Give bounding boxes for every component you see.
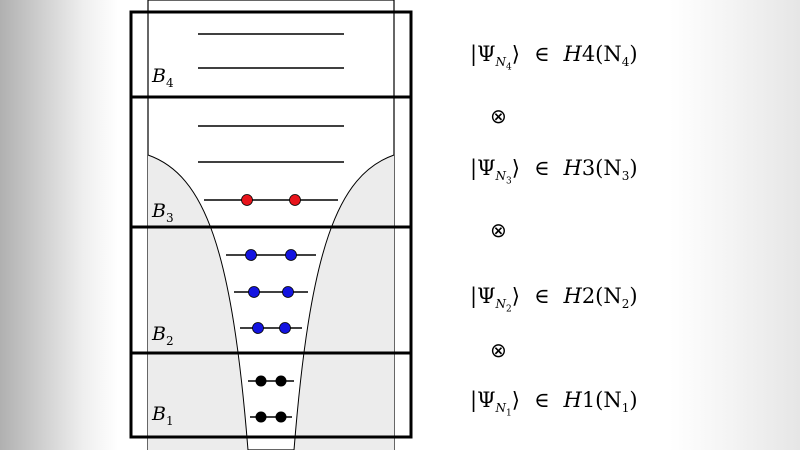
ket-psi-3: |ΨN3⟩ [470,156,520,187]
particle-blue [279,322,291,334]
band-label-1: B1 [151,403,174,428]
band-label-2: B2 [151,323,174,348]
ket-psi-1: |ΨN1⟩ [470,388,520,419]
particle-blue [245,249,257,261]
hilbert-space-1: H1(N1) [563,388,638,416]
particle-black [275,411,287,423]
tensor-product-symbol: ⊗ [490,104,507,128]
band-label-3: B3 [151,200,174,225]
particle-black [255,375,267,387]
state-equation-1: |ΨN1⟩ ∈ H1(N1) [470,388,638,419]
element-of-symbol: ∈ [533,42,550,66]
potential-right-curve [293,154,395,450]
state-equation-3: |ΨN3⟩ ∈ H3(N3) [470,156,638,187]
element-of-symbol: ∈ [533,156,550,180]
band-box-1 [129,351,413,439]
particle-blue [252,322,264,334]
particle-blue [285,249,297,261]
left-blur-border [0,0,118,450]
band-label-4: B4 [151,65,174,90]
particle-blue [248,286,260,298]
state-equations: |ΨN4⟩ ∈ H4(N4) ⊗ |ΨN3⟩ ∈ H3(N3) ⊗ |ΨN2⟩ ∈ H2(N… [470,0,790,450]
potential-left-curve [147,154,249,450]
ket-psi-4: |ΨN4⟩ [470,42,520,73]
particle-blue [282,286,294,298]
state-equation-4: |ΨN4⟩ ∈ H4(N4) [470,42,638,73]
tensor-product-symbol: ⊗ [490,218,507,242]
potential-right-shade [294,155,394,450]
hilbert-space-4: H4(N4) [563,42,638,70]
state-equation-2: |ΨN2⟩ ∈ H2(N2) [470,284,638,315]
element-of-symbol: ∈ [533,284,550,308]
hilbert-space-2: H2(N2) [563,284,638,312]
element-of-symbol: ∈ [533,388,550,412]
hilbert-space-3: H3(N3) [563,156,638,184]
particle-red [241,194,253,206]
particle-red [289,194,301,206]
tensor-product-symbol: ⊗ [490,338,507,362]
particle-black [275,375,287,387]
particle-black [255,411,267,423]
potential-left-shade [148,155,248,450]
ket-psi-2: |ΨN2⟩ [470,284,520,315]
right-blur-border [670,0,800,450]
